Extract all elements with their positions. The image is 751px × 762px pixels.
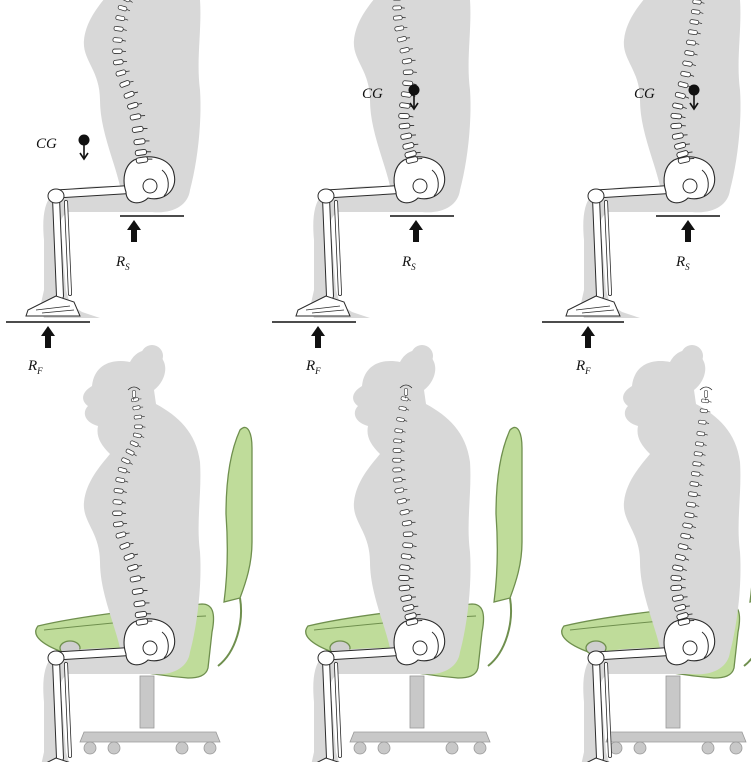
cg-label: CG bbox=[36, 136, 57, 152]
rf-label: RF bbox=[305, 358, 321, 376]
rf-label: RF bbox=[27, 358, 43, 376]
figure-top-right: RS RF CG bbox=[542, 0, 741, 376]
cg-label: CG bbox=[362, 86, 383, 102]
figure-top-middle: RS RF CG bbox=[272, 0, 471, 376]
figure-bottom-right bbox=[562, 345, 751, 762]
rs-label: RS bbox=[115, 254, 130, 272]
rs-label: RS bbox=[675, 254, 690, 272]
floor-reaction-arrow bbox=[311, 326, 325, 348]
cg-marker bbox=[79, 135, 90, 160]
seat-reaction-arrow bbox=[681, 220, 695, 242]
seat-reaction-arrow bbox=[127, 220, 141, 242]
figure-bottom-middle bbox=[296, 345, 522, 762]
cg-label: CG bbox=[634, 86, 655, 102]
skull-base bbox=[700, 387, 712, 390]
floor-reaction-arrow bbox=[41, 326, 55, 348]
figure-top-left: RS RF CG bbox=[6, 0, 201, 376]
floor-reaction-arrow bbox=[581, 326, 595, 348]
seat-reaction-arrow bbox=[409, 220, 423, 242]
rs-label: RS bbox=[401, 254, 416, 272]
vertebra bbox=[704, 391, 707, 401]
vertebra bbox=[701, 399, 711, 404]
figure-bottom-left bbox=[26, 345, 252, 762]
rf-label: RF bbox=[575, 358, 591, 376]
